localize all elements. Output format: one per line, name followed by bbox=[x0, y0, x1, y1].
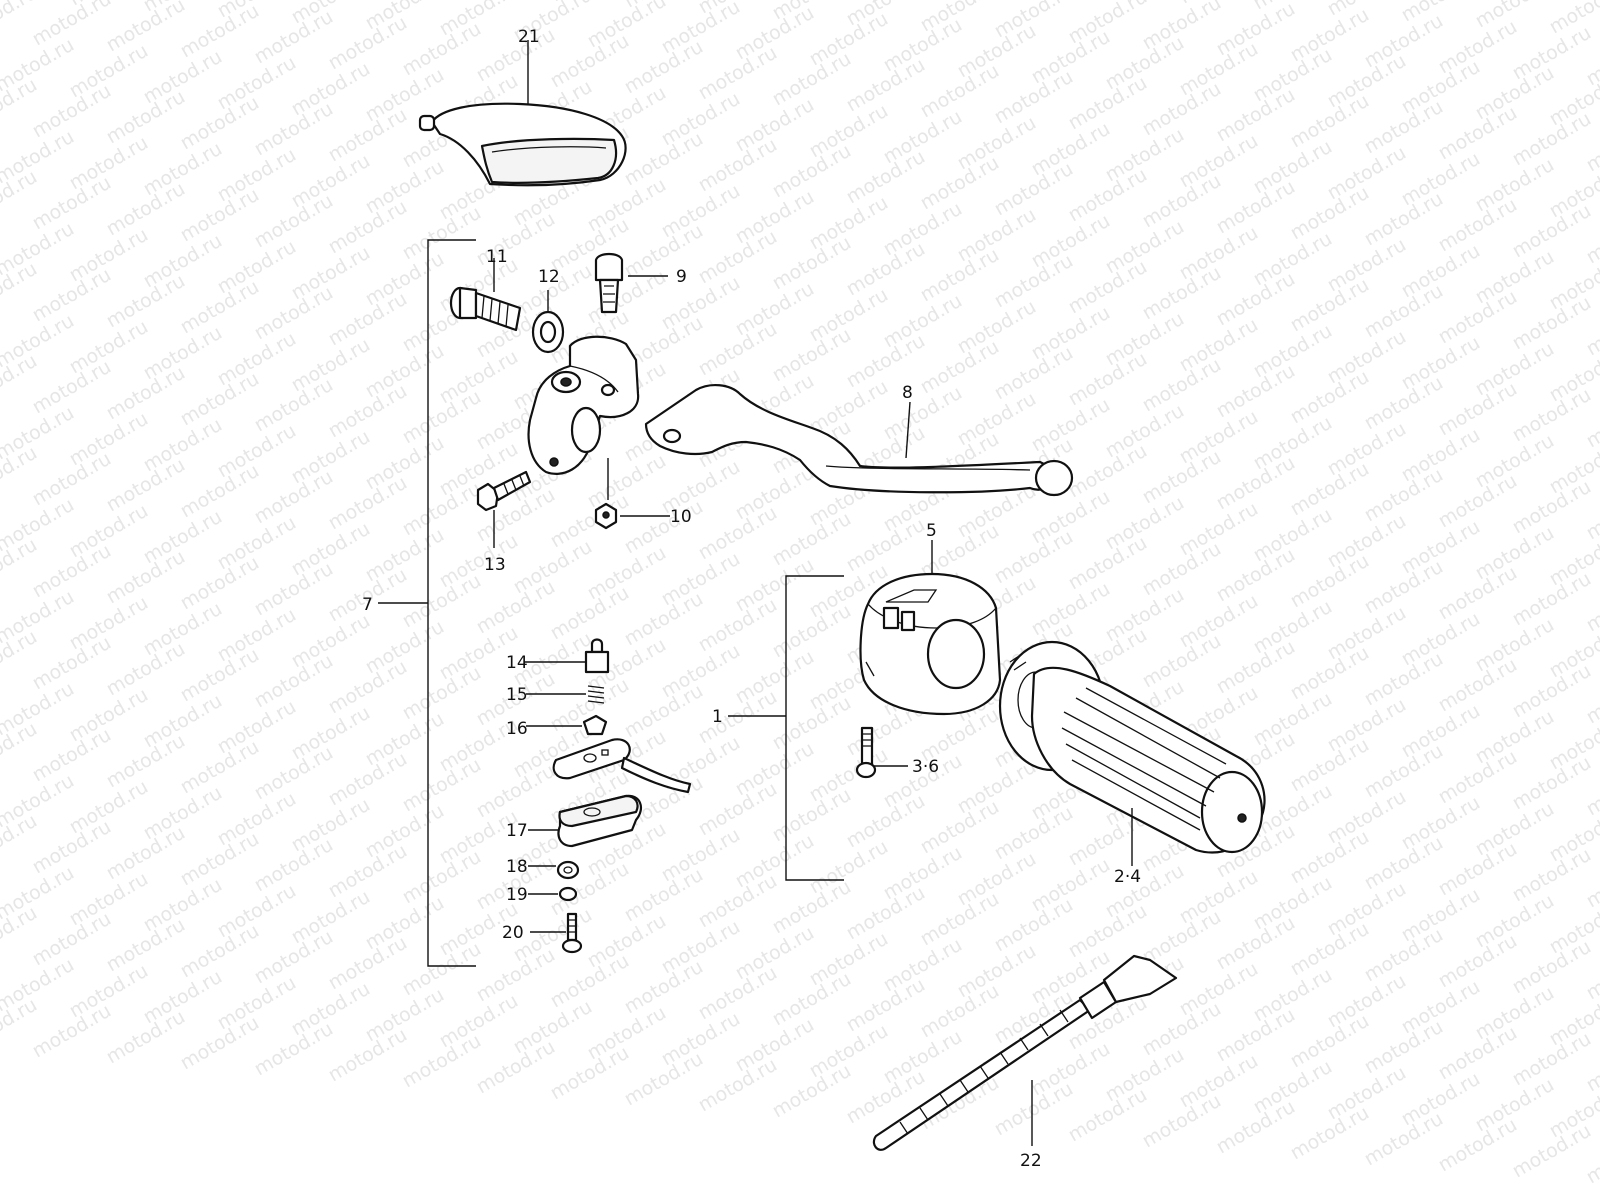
part-label: 20 bbox=[502, 923, 524, 943]
part-pivot-bolt bbox=[594, 252, 624, 314]
part-lock-washer bbox=[558, 886, 578, 902]
part-spring bbox=[587, 685, 605, 704]
part-label: 10 bbox=[670, 507, 692, 527]
part-grip bbox=[998, 640, 1266, 854]
part-washer bbox=[556, 860, 580, 880]
part-cable-tie bbox=[872, 954, 1178, 1151]
part-label: 21 bbox=[518, 27, 540, 47]
part-lever-bracket bbox=[527, 335, 640, 475]
part-switch-plunger bbox=[584, 638, 610, 674]
part-lock-nut bbox=[531, 310, 565, 354]
part-switch-plate bbox=[552, 738, 692, 794]
part-adjuster-bolt bbox=[449, 286, 522, 332]
part-label: 16 bbox=[506, 719, 528, 739]
part-label: 15 bbox=[506, 685, 528, 705]
part-label: 5 bbox=[926, 521, 937, 541]
part-throttle-housing bbox=[859, 572, 1002, 716]
part-label: 9 bbox=[676, 267, 687, 287]
part-label: 2·4 bbox=[1114, 867, 1141, 887]
part-nut bbox=[594, 502, 618, 530]
part-label: 12 bbox=[538, 267, 560, 287]
bracket-1 bbox=[785, 575, 844, 881]
part-switch-holder bbox=[557, 794, 643, 848]
part-screw bbox=[561, 912, 583, 954]
part-label: 14 bbox=[506, 653, 528, 673]
part-label: 17 bbox=[506, 821, 528, 841]
part-bracket-bolt bbox=[476, 470, 532, 512]
part-label: 8 bbox=[902, 383, 913, 403]
part-clutch-lever bbox=[644, 384, 1074, 497]
part-lever-cover bbox=[418, 102, 627, 187]
part-clip bbox=[582, 714, 608, 736]
part-housing-screw bbox=[855, 726, 877, 779]
part-label: 19 bbox=[506, 885, 528, 905]
part-label: 22 bbox=[1020, 1151, 1042, 1171]
part-label: 13 bbox=[484, 555, 506, 575]
part-label: 18 bbox=[506, 857, 528, 877]
part-label: 11 bbox=[486, 247, 508, 267]
part-label: 7 bbox=[362, 595, 373, 615]
part-label: 1 bbox=[712, 707, 723, 727]
part-label: 3·6 bbox=[912, 757, 939, 777]
